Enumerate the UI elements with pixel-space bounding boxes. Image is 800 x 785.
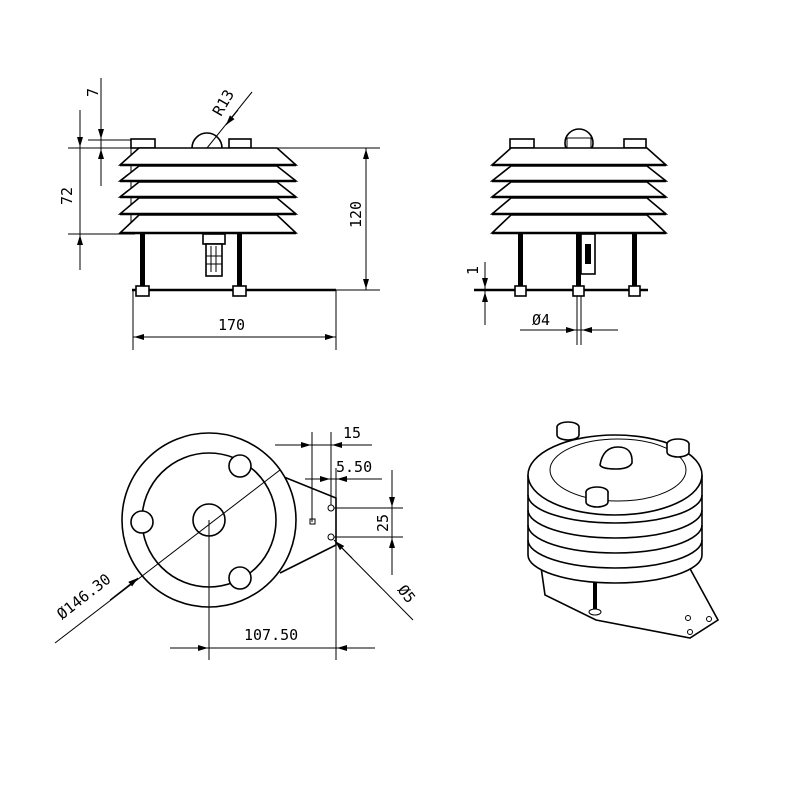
iso-dome: [599, 446, 633, 470]
dim-mount-distance: 107.50: [244, 626, 298, 644]
cap-left: [130, 138, 156, 149]
dome: [191, 132, 223, 149]
isometric-view: [527, 421, 720, 639]
front-view: 7 72 R13 120 170: [58, 78, 380, 350]
dim-hole-spacing: 25: [374, 514, 392, 532]
side-view: 1 Ø4: [464, 128, 669, 345]
dim-overall-height: 120: [347, 201, 365, 228]
top-view: Ø146.30 15 5.50 25 Ø5 107.50: [53, 424, 419, 660]
cap-right: [228, 138, 252, 149]
dim-louver-height: 72: [58, 187, 76, 205]
dim-outer-diameter: Ø146.30: [53, 570, 114, 623]
louver-stack: [117, 147, 299, 235]
iso-caps: [556, 421, 690, 508]
dim-cap-height: 7: [84, 88, 102, 97]
rod-right: [237, 234, 242, 290]
dim-mount-hole-diameter: Ø5: [394, 581, 419, 606]
dim-base-width: 170: [218, 316, 245, 334]
dim-plate-thickness: 1: [464, 266, 482, 275]
dim-hole-offset-outer: 15: [343, 424, 361, 442]
dim-rod-diameter: Ø4: [532, 311, 550, 329]
sensor-probe: [205, 243, 223, 277]
louver-stack-side: [489, 147, 669, 235]
dim-hole-offset-inner: 5.50: [336, 458, 372, 476]
rod-left: [140, 234, 145, 290]
